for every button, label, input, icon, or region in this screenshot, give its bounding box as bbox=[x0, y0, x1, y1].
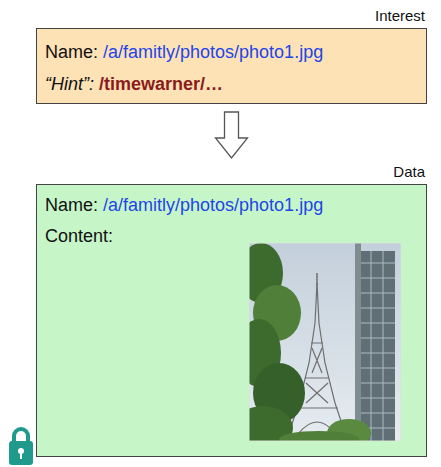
heading-holder: Data bbox=[393, 163, 425, 181]
text-row: “Hint”:/timewarner/… bbox=[45, 73, 223, 95]
name-value: /a/famitly/photos/photo1.jpg bbox=[103, 195, 323, 215]
text-row: Content: bbox=[45, 225, 113, 247]
field-name: “Hint”: bbox=[45, 74, 94, 94]
field-name: Content: bbox=[45, 226, 113, 246]
heading-holder: Interest bbox=[375, 7, 425, 25]
lock-icon bbox=[8, 426, 34, 466]
block-arrow bbox=[216, 112, 248, 158]
text-row: Name:/a/famitly/photos/photo1.jpg bbox=[45, 41, 323, 63]
interest-packet-box: InterestName:/a/famitly/photos/photo1.jp… bbox=[36, 28, 427, 104]
name-value: /a/famitly/photos/photo1.jpg bbox=[103, 42, 323, 62]
photo-illustration bbox=[249, 243, 401, 441]
text-row: Name:/a/famitly/photos/photo1.jpg bbox=[45, 194, 323, 216]
packet-type-label: Interest bbox=[375, 7, 425, 24]
field-name: Name: bbox=[45, 195, 98, 215]
hint-value: /timewarner/… bbox=[99, 74, 223, 94]
packet-type-label: Data bbox=[393, 163, 425, 180]
field-name: Name: bbox=[45, 42, 98, 62]
